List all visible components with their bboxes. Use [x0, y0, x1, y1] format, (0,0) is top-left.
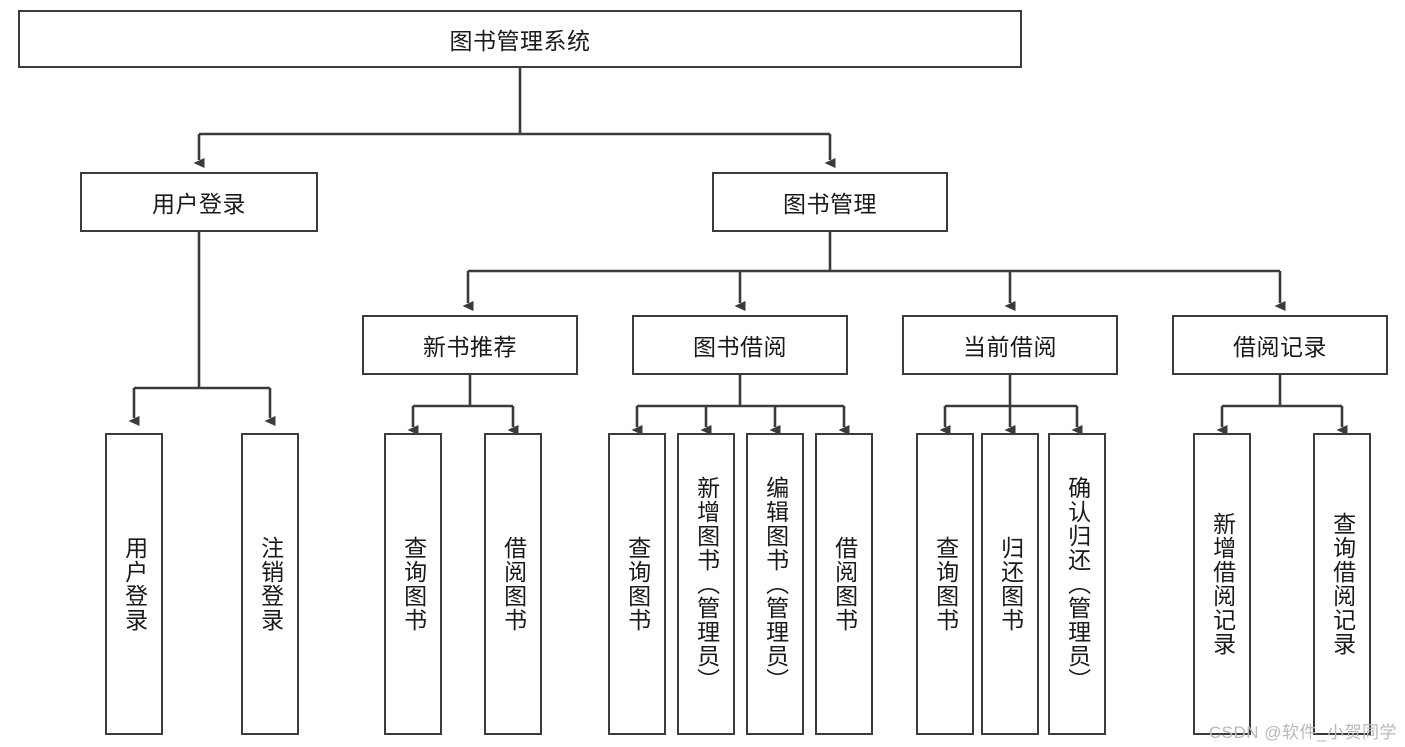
- leaf-new-book-borrow-book[interactable]: 借阅图书: [484, 433, 542, 735]
- leaf-new-book-query-book[interactable]: 查询图书: [384, 433, 442, 735]
- node-label: 新增借阅记录: [1209, 512, 1236, 656]
- node-label: 借阅记录: [1233, 334, 1327, 360]
- node-label: 查询图书: [932, 536, 959, 632]
- node-label: 图书管理: [783, 191, 877, 217]
- node-label: 用户登录: [152, 191, 246, 217]
- node-label: 新增图书（管理员）: [693, 476, 720, 692]
- node-label: 用户登录: [121, 536, 148, 632]
- node-label: 确认归还（管理员）: [1064, 476, 1091, 692]
- node-label: 当前借阅: [963, 334, 1057, 360]
- node-user-login[interactable]: 用户登录: [80, 172, 318, 232]
- leaf-book-borrow-query-book[interactable]: 查询图书: [608, 433, 666, 735]
- node-label: 查询图书: [624, 536, 651, 632]
- node-label: 借阅图书: [831, 536, 858, 632]
- leaf-current-borrow-confirm-return-admin[interactable]: 确认归还（管理员）: [1048, 433, 1106, 735]
- leaf-borrow-record-add-record[interactable]: 新增借阅记录: [1193, 433, 1251, 735]
- node-label: 编辑图书（管理员）: [762, 476, 789, 692]
- node-label: 归还图书: [997, 536, 1024, 632]
- node-label: 注销登录: [257, 536, 284, 632]
- node-book-borrow[interactable]: 图书借阅: [632, 315, 848, 375]
- watermark-text: CSDN @软件_小贺同学: [1208, 723, 1397, 742]
- leaf-book-borrow-borrow-book[interactable]: 借阅图书: [815, 433, 873, 735]
- node-label: 借阅图书: [500, 536, 527, 632]
- node-book-management[interactable]: 图书管理: [712, 172, 948, 232]
- leaf-user-login-logout[interactable]: 注销登录: [241, 433, 299, 735]
- node-borrow-record[interactable]: 借阅记录: [1172, 315, 1388, 375]
- node-label: 查询借阅记录: [1329, 512, 1356, 656]
- leaf-current-borrow-query-book[interactable]: 查询图书: [916, 433, 974, 735]
- leaf-current-borrow-return-book[interactable]: 归还图书: [981, 433, 1039, 735]
- leaf-user-login-login[interactable]: 用户登录: [105, 433, 163, 735]
- leaf-borrow-record-query-record[interactable]: 查询借阅记录: [1313, 433, 1371, 735]
- node-current-borrow[interactable]: 当前借阅: [902, 315, 1118, 375]
- node-label: 查询图书: [400, 536, 427, 632]
- node-label: 图书管理系统: [449, 28, 591, 54]
- node-label: 图书借阅: [693, 334, 787, 360]
- node-new-book-recommend[interactable]: 新书推荐: [362, 315, 578, 375]
- node-label: 新书推荐: [423, 334, 517, 360]
- leaf-book-borrow-add-book-admin[interactable]: 新增图书（管理员）: [677, 433, 735, 735]
- node-root-book-management-system[interactable]: 图书管理系统: [18, 10, 1022, 68]
- leaf-book-borrow-edit-book-admin[interactable]: 编辑图书（管理员）: [746, 433, 804, 735]
